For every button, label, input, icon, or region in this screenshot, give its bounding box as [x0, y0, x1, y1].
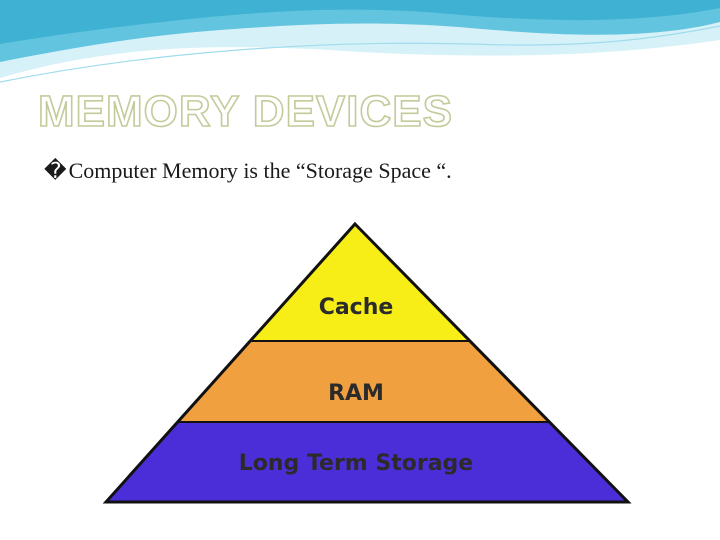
bullet-marker: �	[44, 158, 67, 183]
pyramid-tier-cache	[250, 224, 470, 341]
pyramid-diagram: Cache RAM Long Term Storage	[88, 216, 642, 536]
slide-title: MEMORY DEVICES	[38, 88, 453, 136]
pyramid-svg: Cache RAM Long Term Storage	[88, 216, 642, 536]
tier-label-ram: RAM	[328, 381, 384, 406]
bullet-text: Computer Memory is the “Storage Space “.	[69, 158, 452, 183]
header-wave-decoration	[0, 0, 720, 90]
bullet-item: �Computer Memory is the “Storage Space “…	[44, 158, 452, 184]
tier-label-long-term-storage: Long Term Storage	[239, 451, 473, 476]
tier-label-cache: Cache	[319, 295, 394, 320]
